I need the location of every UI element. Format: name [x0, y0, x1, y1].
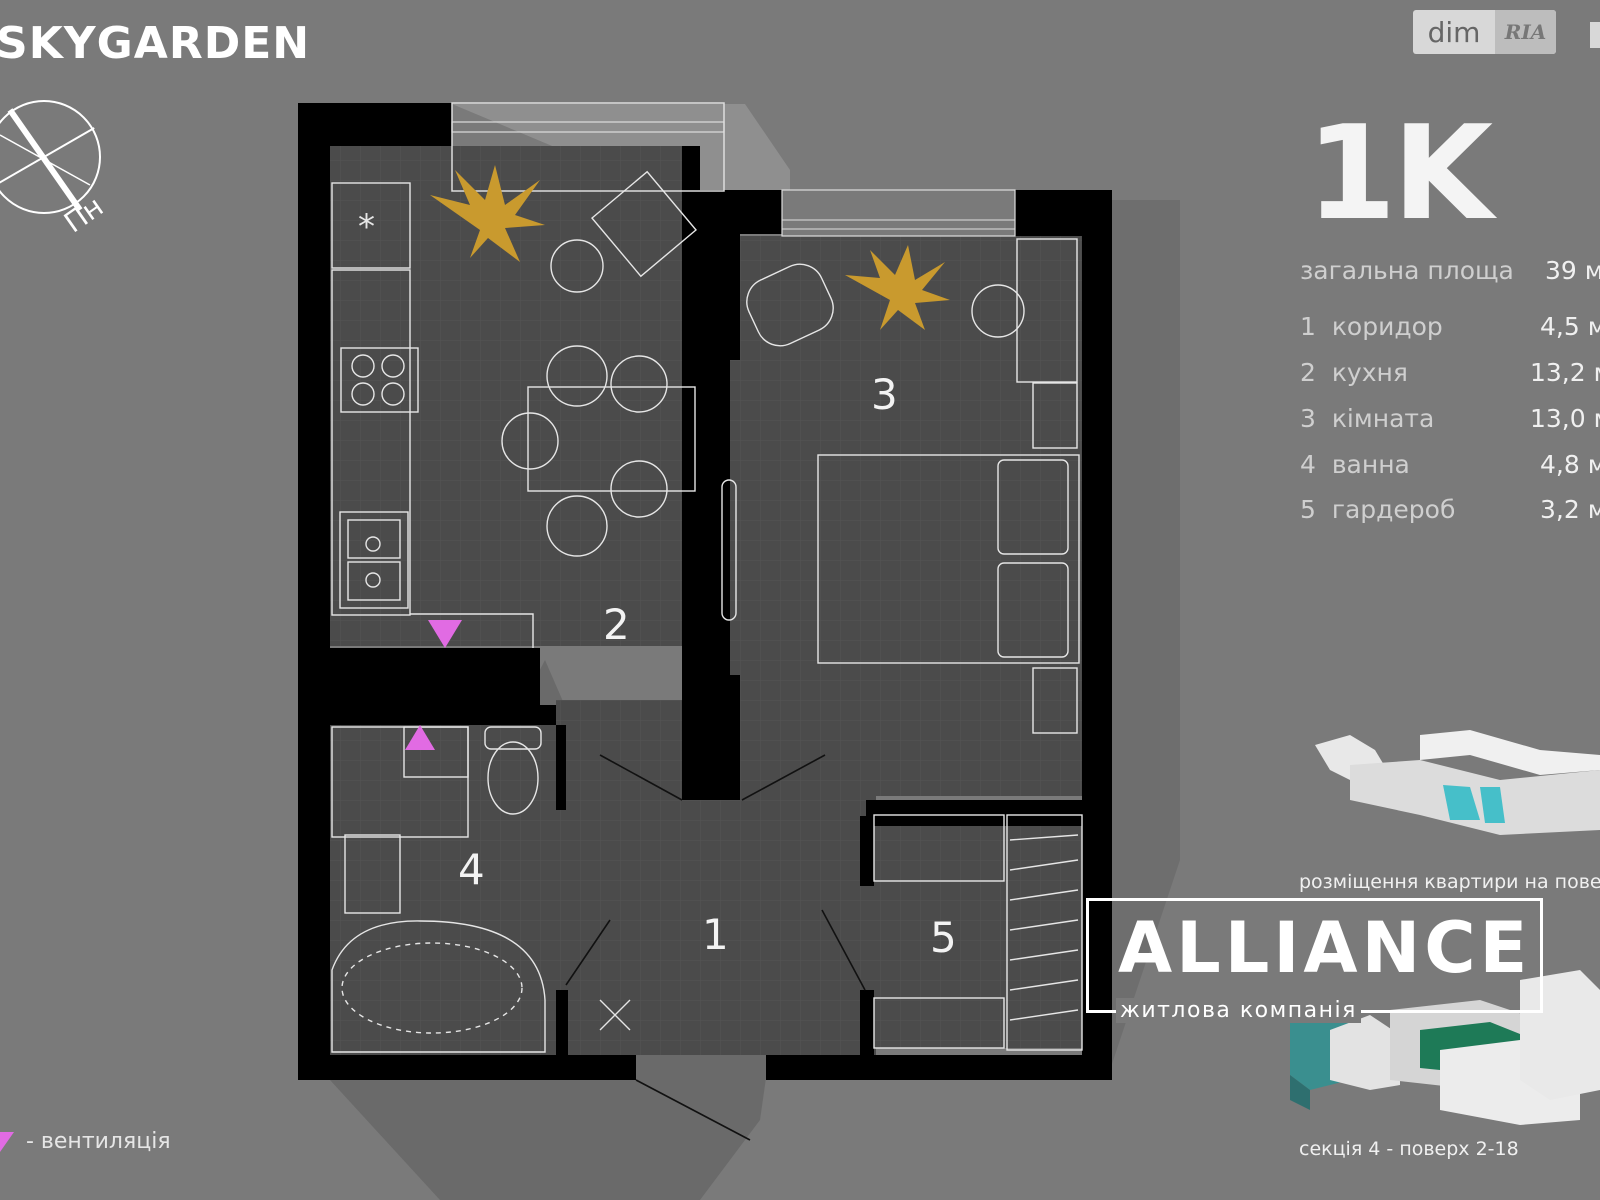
spec-area-3: 13,0 м [1530, 404, 1600, 433]
compass-icon [0, 100, 101, 214]
floor-location-map [1315, 730, 1600, 835]
ventilation-legend: - вентиляція [26, 1129, 171, 1154]
room-label-1: 1 [702, 910, 729, 959]
room-label-3: 3 [871, 370, 898, 419]
dimria-badge[interactable]: dim RIA [1413, 10, 1556, 54]
spec-room-name: кімната [1331, 404, 1435, 433]
room-label-2: 2 [603, 600, 630, 649]
total-area-value: 39 м [1545, 256, 1600, 285]
spec-num: 3 [1300, 404, 1316, 433]
ria-text: RIA [1495, 10, 1556, 54]
spec-area-1: 4,5 м [1540, 312, 1600, 341]
spec-row-3: 3 кімната [1300, 404, 1434, 433]
apartment-type: 1K [1306, 97, 1493, 249]
spec-area-2: 13,2 м [1530, 358, 1600, 387]
spec-row-2: 2 кухня [1300, 358, 1408, 387]
floor-location-caption: розміщення квартири на поверсі [1299, 871, 1600, 893]
spec-room-name: ванна [1331, 450, 1410, 479]
spec-num: 5 [1300, 495, 1316, 524]
room-label-4: 4 [458, 845, 485, 894]
badge-edge [1590, 22, 1600, 48]
total-area-label: загальна площа [1300, 256, 1514, 285]
spec-room-name: коридор [1331, 312, 1443, 341]
developer-name: ALLIANCE [1118, 907, 1532, 989]
spec-row-4: 4 ванна [1300, 450, 1410, 479]
spec-num: 4 [1300, 450, 1316, 479]
spec-row-5: 5 гардероб [1300, 495, 1455, 524]
dim-text: dim [1427, 15, 1481, 49]
spec-num: 1 [1300, 312, 1316, 341]
room-label-5: 5 [930, 913, 957, 962]
spec-area-5: 3,2 м [1540, 495, 1600, 524]
developer-subtitle: житлова компанія [1116, 998, 1361, 1023]
brand-logo: SKYGARDEN [0, 18, 311, 69]
spec-room-name: кухня [1331, 358, 1408, 387]
spec-row-1: 1 коридор [1300, 312, 1443, 341]
spec-room-name: гардероб [1331, 495, 1456, 524]
svg-text:*: * [358, 207, 375, 247]
spec-area-4: 4,8 м [1540, 450, 1600, 479]
spec-num: 2 [1300, 358, 1316, 387]
section-floor-caption: секція 4 - поверх 2-18 [1299, 1138, 1519, 1160]
